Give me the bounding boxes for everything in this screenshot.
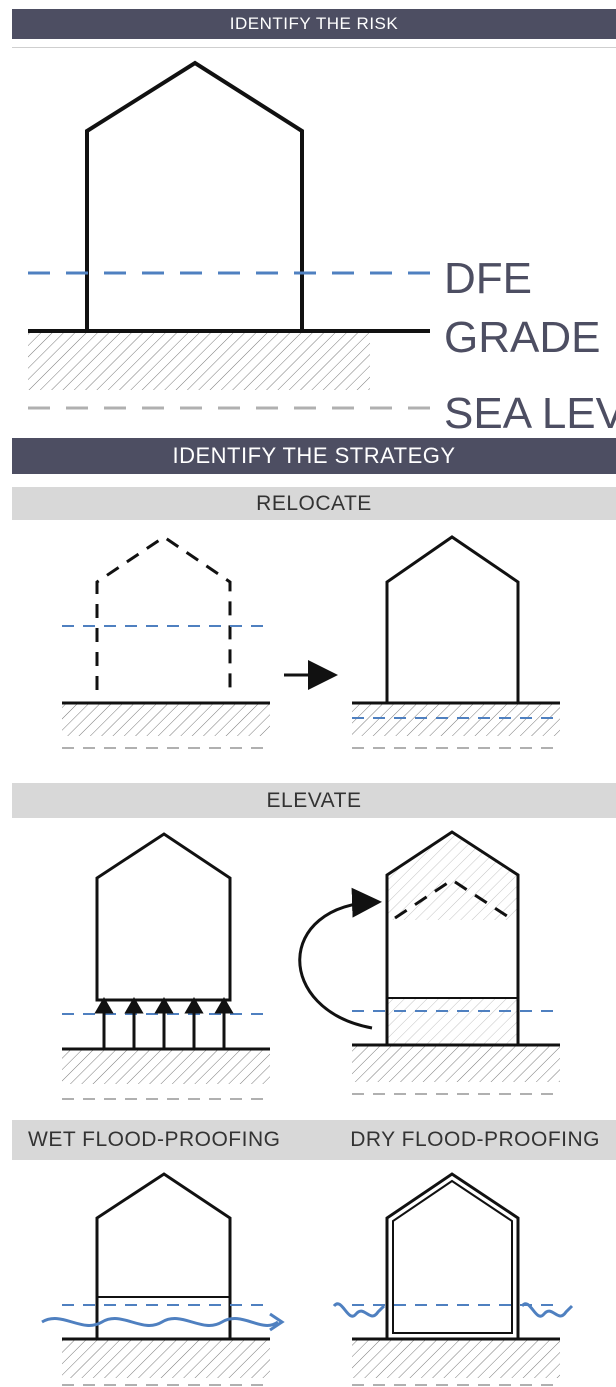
house-outline [95, 832, 232, 1002]
dry-flood-proofing-title: DRY FLOOD-PROOFING [350, 1128, 600, 1151]
strategy-header-text: IDENTIFY THE STRATEGY [172, 443, 456, 468]
ground-hatch [62, 1340, 270, 1378]
lift-arrowhead-icon [214, 997, 234, 1014]
lift-arrowhead-icon [94, 997, 114, 1014]
water-flow-arrow-icon [269, 1312, 285, 1332]
wet-flood-proofing-diagram [41, 1172, 285, 1386]
proofing-header: WET FLOOD-PROOFING DRY FLOOD-PROOFING [12, 1120, 616, 1160]
water-wave-left-icon [332, 1302, 386, 1318]
house-outline [85, 60, 304, 331]
lift-arrowhead-icon [154, 997, 174, 1014]
attic-hatch [387, 832, 518, 920]
ground-hatch [352, 1046, 560, 1082]
risk-header-text: IDENTIFY THE RISK [229, 14, 399, 33]
lift-arrowhead-icon [124, 997, 144, 1014]
water-wave-right-icon [520, 1302, 574, 1318]
house-inner-seal [392, 1179, 513, 1334]
risk-section-header: IDENTIFY THE RISK [12, 9, 616, 39]
lift-arrowhead-icon [184, 997, 204, 1014]
house-outline [95, 1172, 232, 1339]
elevate-diagram-lifted [62, 832, 270, 1100]
ground-hatch [28, 332, 370, 390]
house-outline [385, 535, 520, 703]
house-outer-wall [385, 1172, 520, 1339]
dashed-house-outline [95, 535, 232, 690]
relocate-header-text: RELOCATE [256, 491, 372, 515]
curved-arrow-icon [298, 887, 382, 1030]
house-outline [385, 830, 520, 1045]
sea-level-label: SEA LEVEL [444, 389, 616, 438]
relocate-diagram-before [62, 535, 270, 749]
dry-flood-proofing-diagram [332, 1172, 574, 1386]
ground-hatch [352, 1340, 560, 1378]
ground-hatch [352, 704, 560, 736]
risk-diagram: DFE GRADE SEA LEVEL [28, 60, 616, 438]
elevate-diagram-relocated-living [298, 830, 560, 1095]
elevate-header: ELEVATE [12, 783, 616, 818]
lift-arrows [94, 997, 234, 1048]
relocate-header: RELOCATE [12, 487, 616, 520]
water-wave-icon [41, 1317, 279, 1327]
relocate-diagram-after [352, 535, 560, 749]
lower-level-hatch [387, 998, 518, 1045]
ground-hatch [62, 1050, 270, 1084]
elevate-header-text: ELEVATE [266, 788, 362, 812]
grade-label: GRADE [444, 313, 600, 362]
divider-line [12, 47, 616, 48]
wet-flood-proofing-title: WET FLOOD-PROOFING [28, 1128, 281, 1151]
ground-hatch [62, 704, 270, 736]
strategy-section-header: IDENTIFY THE STRATEGY [12, 438, 616, 474]
dfe-label: DFE [444, 254, 532, 303]
